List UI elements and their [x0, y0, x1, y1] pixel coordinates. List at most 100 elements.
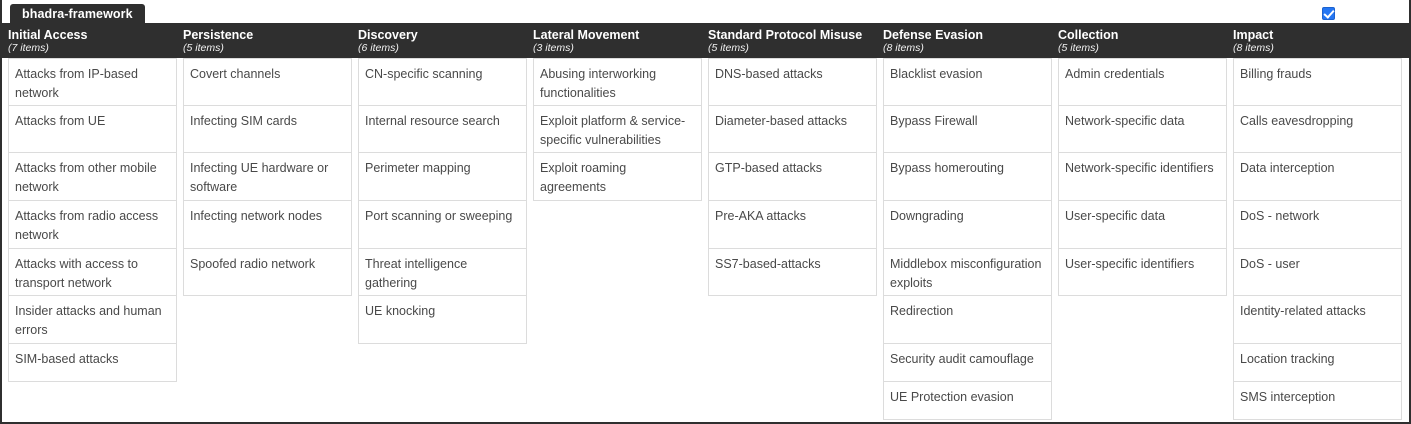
column-header[interactable]: Discovery(6 items) — [352, 25, 527, 58]
empty-cell — [1058, 344, 1227, 382]
technique-cell[interactable]: Attacks with access to transport network — [8, 248, 177, 297]
technique-cell[interactable]: Infecting SIM cards — [183, 105, 352, 154]
column-header-title: Discovery — [358, 28, 418, 42]
empty-cell — [358, 382, 527, 420]
empty-cell — [183, 296, 352, 344]
technique-cell[interactable]: Bypass Firewall — [883, 105, 1052, 154]
technique-cell[interactable]: Network-specific data — [1058, 105, 1227, 154]
empty-cell — [8, 382, 177, 420]
column-header-title: Lateral Movement — [533, 28, 640, 42]
technique-cell[interactable]: UE Protection evasion — [883, 382, 1052, 421]
technique-cell[interactable]: Admin credentials — [1058, 58, 1227, 106]
funnel-icon — [1338, 7, 1351, 20]
column-header[interactable]: Standard Protocol Misuse(5 items) — [702, 25, 877, 58]
column-header-title: Collection — [1058, 28, 1119, 42]
technique-cell[interactable]: Identity-related attacks — [1233, 296, 1402, 344]
technique-cell[interactable]: UE knocking — [358, 296, 527, 344]
show-all-checkbox[interactable] — [1322, 6, 1336, 20]
technique-cell[interactable]: Port scanning or sweeping — [358, 201, 527, 249]
column-header-count: (7 items) — [8, 42, 49, 54]
show-all-label[interactable]: Show all — [1354, 6, 1405, 20]
technique-cell[interactable]: Attacks from other mobile network — [8, 153, 177, 201]
column-header-title: Defense Evasion — [883, 28, 984, 42]
column-header[interactable]: Initial Access(7 items) — [2, 25, 177, 58]
technique-cell[interactable]: Pre-AKA attacks — [708, 201, 877, 249]
empty-cell — [533, 201, 702, 249]
technique-cell[interactable]: Threat intelligence gathering — [358, 248, 527, 297]
technique-cell[interactable]: Exploit platform & service-specific vuln… — [533, 105, 702, 154]
technique-cell[interactable]: User-specific identifiers — [1058, 248, 1227, 297]
technique-cell[interactable]: Abusing interworking functionalities — [533, 58, 702, 106]
empty-cell — [183, 344, 352, 382]
matrix-header-row: Initial Access(7 items)Persistence(5 ite… — [2, 25, 1409, 58]
technique-cell[interactable]: DoS - network — [1233, 201, 1402, 249]
technique-cell[interactable]: Attacks from IP-based network — [8, 58, 177, 106]
column-header-count: (8 items) — [883, 42, 924, 54]
technique-cell[interactable]: Spoofed radio network — [183, 248, 352, 297]
technique-cell[interactable]: Attacks from UE — [8, 105, 177, 154]
frame-edge-top-left — [0, 23, 10, 25]
technique-cell[interactable]: Exploit roaming agreements — [533, 153, 702, 202]
empty-cell — [708, 296, 877, 344]
technique-cell[interactable]: DoS - user — [1233, 248, 1402, 297]
column-header-title: Impact — [1233, 28, 1274, 42]
technique-cell[interactable]: GTP-based attacks — [708, 153, 877, 202]
column-header[interactable]: Persistence(5 items) — [177, 25, 352, 58]
technique-cell[interactable]: SMS interception — [1233, 382, 1402, 421]
empty-cell — [533, 382, 702, 420]
empty-cell — [708, 382, 877, 420]
column-header[interactable]: Lateral Movement(3 items) — [527, 25, 702, 58]
column-header-count: (5 items) — [183, 42, 224, 54]
technique-cell[interactable]: Downgrading — [883, 201, 1052, 249]
show-all-control[interactable]: Show all — [1322, 5, 1405, 21]
column-header[interactable]: Impact(8 items) — [1227, 25, 1402, 58]
column-header[interactable]: Collection(5 items) — [1052, 25, 1227, 58]
technique-cell[interactable]: Location tracking — [1233, 343, 1402, 382]
column-header-count: (6 items) — [358, 42, 399, 54]
column-header-count: (5 items) — [708, 42, 749, 54]
empty-cell — [533, 296, 702, 344]
technique-cell[interactable]: Data interception — [1233, 153, 1402, 201]
tab-bhadra-framework[interactable]: bhadra-framework — [10, 4, 145, 25]
empty-cell — [183, 382, 352, 420]
technique-cell[interactable]: Calls eavesdropping — [1233, 105, 1402, 154]
column-header-count: (5 items) — [1058, 42, 1099, 54]
technique-cell[interactable]: DNS-based attacks — [708, 58, 877, 106]
technique-cell[interactable]: Blacklist evasion — [883, 58, 1052, 106]
column-header-count: (3 items) — [533, 42, 574, 54]
empty-cell — [708, 344, 877, 382]
column-header-title: Initial Access — [8, 28, 88, 42]
technique-cell[interactable]: Diameter-based attacks — [708, 105, 877, 154]
technique-cell[interactable]: Infecting UE hardware or software — [183, 153, 352, 202]
technique-cell[interactable]: Network-specific identifiers — [1058, 153, 1227, 202]
technique-cell[interactable]: User-specific data — [1058, 201, 1227, 249]
tab-strip: bhadra-framework — [0, 0, 1411, 25]
empty-cell — [1058, 296, 1227, 344]
technique-cell[interactable]: Middlebox misconfiguration exploits — [883, 248, 1052, 297]
technique-cell[interactable]: Infecting network nodes — [183, 201, 352, 249]
technique-cell[interactable]: SS7-based-attacks — [708, 248, 877, 297]
empty-cell — [533, 344, 702, 382]
empty-cell — [1058, 382, 1227, 420]
technique-cell[interactable]: CN-specific scanning — [358, 58, 527, 106]
tab-label: bhadra-framework — [22, 7, 133, 22]
technique-cell[interactable]: SIM-based attacks — [8, 343, 177, 382]
frame-edge-top-right — [140, 23, 1411, 25]
technique-cell[interactable]: Billing frauds — [1233, 58, 1402, 106]
column-header[interactable]: Defense Evasion(8 items) — [877, 25, 1052, 58]
technique-cell[interactable]: Internal resource search — [358, 105, 527, 154]
technique-cell[interactable]: Attacks from radio access network — [8, 201, 177, 249]
technique-cell[interactable]: Redirection — [883, 296, 1052, 344]
column-header-count: (8 items) — [1233, 42, 1274, 54]
technique-cell[interactable]: Bypass homerouting — [883, 153, 1052, 201]
technique-cell[interactable]: Insider attacks and human errors — [8, 296, 177, 344]
technique-cell[interactable]: Covert channels — [183, 58, 352, 106]
technique-cell[interactable]: Security audit camouflage — [883, 343, 1052, 382]
technique-cell[interactable]: Perimeter mapping — [358, 153, 527, 202]
